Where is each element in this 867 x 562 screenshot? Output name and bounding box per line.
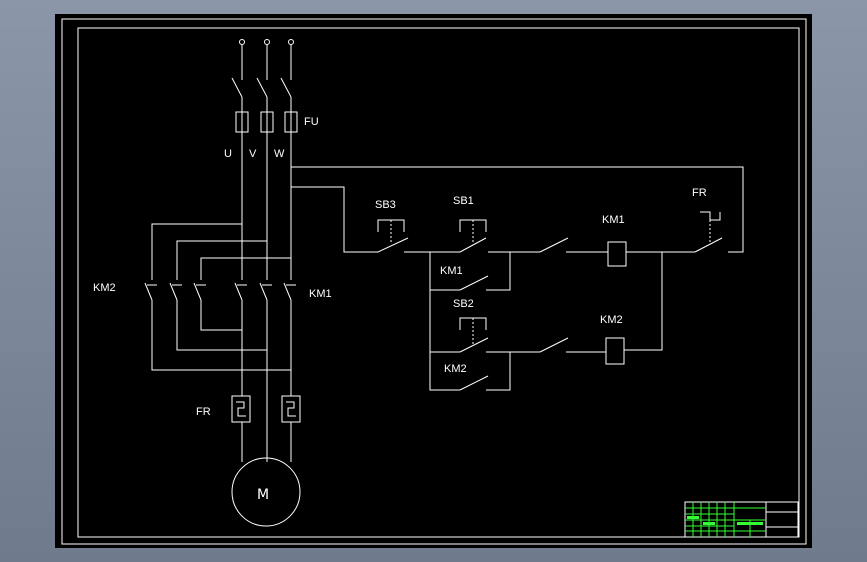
terminal-l1: [239, 39, 245, 45]
label-km1-coil: KM1: [602, 214, 625, 226]
terminal-l3: [288, 39, 294, 45]
label-fr-ctrl: FR: [692, 187, 707, 199]
sb3-contact: [377, 237, 409, 253]
km2-coil: [605, 337, 625, 365]
label-motor: M: [257, 487, 269, 503]
fr-contact: [694, 237, 723, 253]
sb1-contact: [459, 237, 487, 253]
label-fr-main: FR: [196, 406, 211, 418]
label-km2-coil: KM2: [600, 314, 623, 326]
km2-aux-contact: [459, 375, 489, 391]
drawing-sheet: [55, 14, 812, 548]
control-circuit: [291, 166, 744, 391]
label-km2-main: KM2: [93, 282, 116, 294]
qs-blade-2: [256, 77, 268, 98]
title-block: [684, 501, 799, 538]
label-v: V: [249, 148, 257, 160]
km1-aux-contact: [459, 275, 489, 291]
motor-symbol: [231, 457, 301, 527]
inner-border: [77, 27, 800, 538]
power-circuit: [144, 39, 301, 527]
fr-heater-1: [231, 395, 251, 423]
label-km2-aux: KM2: [444, 363, 467, 375]
label-sb2: SB2: [453, 298, 474, 310]
outer-border: [61, 18, 807, 545]
label-w: W: [274, 148, 285, 160]
label-sb1: SB1: [453, 195, 474, 207]
label-km1-aux: KM1: [440, 265, 463, 277]
qs-blade-3: [280, 77, 292, 98]
label-km1-main: KM1: [309, 288, 332, 300]
labels: FU U V W KM2 KM1 FR M SB3 SB1 KM1 FR KM1…: [93, 116, 707, 503]
label-u: U: [224, 148, 232, 160]
km1-coil: [607, 241, 627, 267]
label-fu: FU: [304, 116, 319, 128]
label-sb3: SB3: [375, 199, 396, 211]
sb2-contact: [459, 337, 489, 353]
qs-blade-1: [231, 77, 243, 98]
terminal-l2: [264, 39, 270, 45]
